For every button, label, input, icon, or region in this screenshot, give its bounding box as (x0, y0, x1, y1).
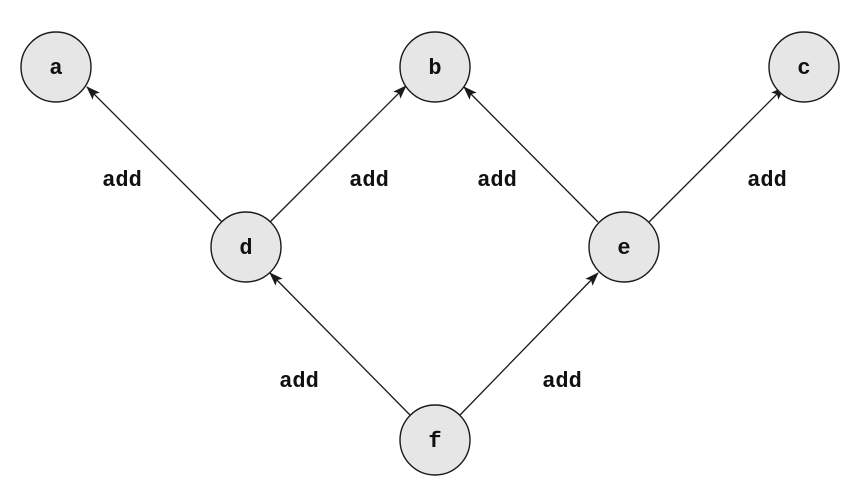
edge-e-b: add (463, 86, 599, 223)
edge-line-f-d (269, 272, 411, 416)
node-f: f (399, 404, 471, 476)
edge-label-f-d: add (279, 369, 319, 394)
node-circle-b (399, 31, 471, 103)
node-label-c: c (797, 56, 810, 81)
edge-label-d-a: add (102, 168, 142, 193)
edge-label-e-c: add (747, 168, 787, 193)
edge-e-c: add (648, 86, 787, 223)
node-label-b: b (428, 56, 441, 81)
edge-line-f-e (459, 272, 599, 416)
edge-line-d-a (86, 86, 223, 223)
node-label-f: f (428, 429, 441, 454)
node-circle-f (399, 404, 471, 476)
node-circle-a (20, 31, 92, 103)
node-b: b (399, 31, 471, 103)
edge-f-e: add (459, 272, 599, 416)
edge-f-d: add (269, 272, 411, 416)
node-c: c (768, 31, 840, 103)
node-a: a (20, 31, 92, 103)
edge-line-e-c (648, 86, 785, 223)
edge-d-a: add (86, 86, 223, 223)
node-e: e (588, 211, 660, 283)
node-circle-d (210, 211, 282, 283)
node-circle-e (588, 211, 660, 283)
edge-line-e-b (463, 86, 599, 223)
node-label-a: a (49, 56, 62, 81)
edges: add add add add add add (86, 85, 787, 416)
edge-label-e-b: add (477, 168, 517, 193)
edge-d-b: add (269, 85, 407, 223)
edge-label-d-b: add (349, 168, 389, 193)
edge-label-f-e: add (542, 369, 582, 394)
node-circle-c (768, 31, 840, 103)
node-d: d (210, 211, 282, 283)
nodes: a b c d e f (20, 31, 840, 476)
edge-line-d-b (269, 85, 407, 223)
node-label-e: e (617, 236, 630, 261)
node-label-d: d (239, 236, 252, 261)
